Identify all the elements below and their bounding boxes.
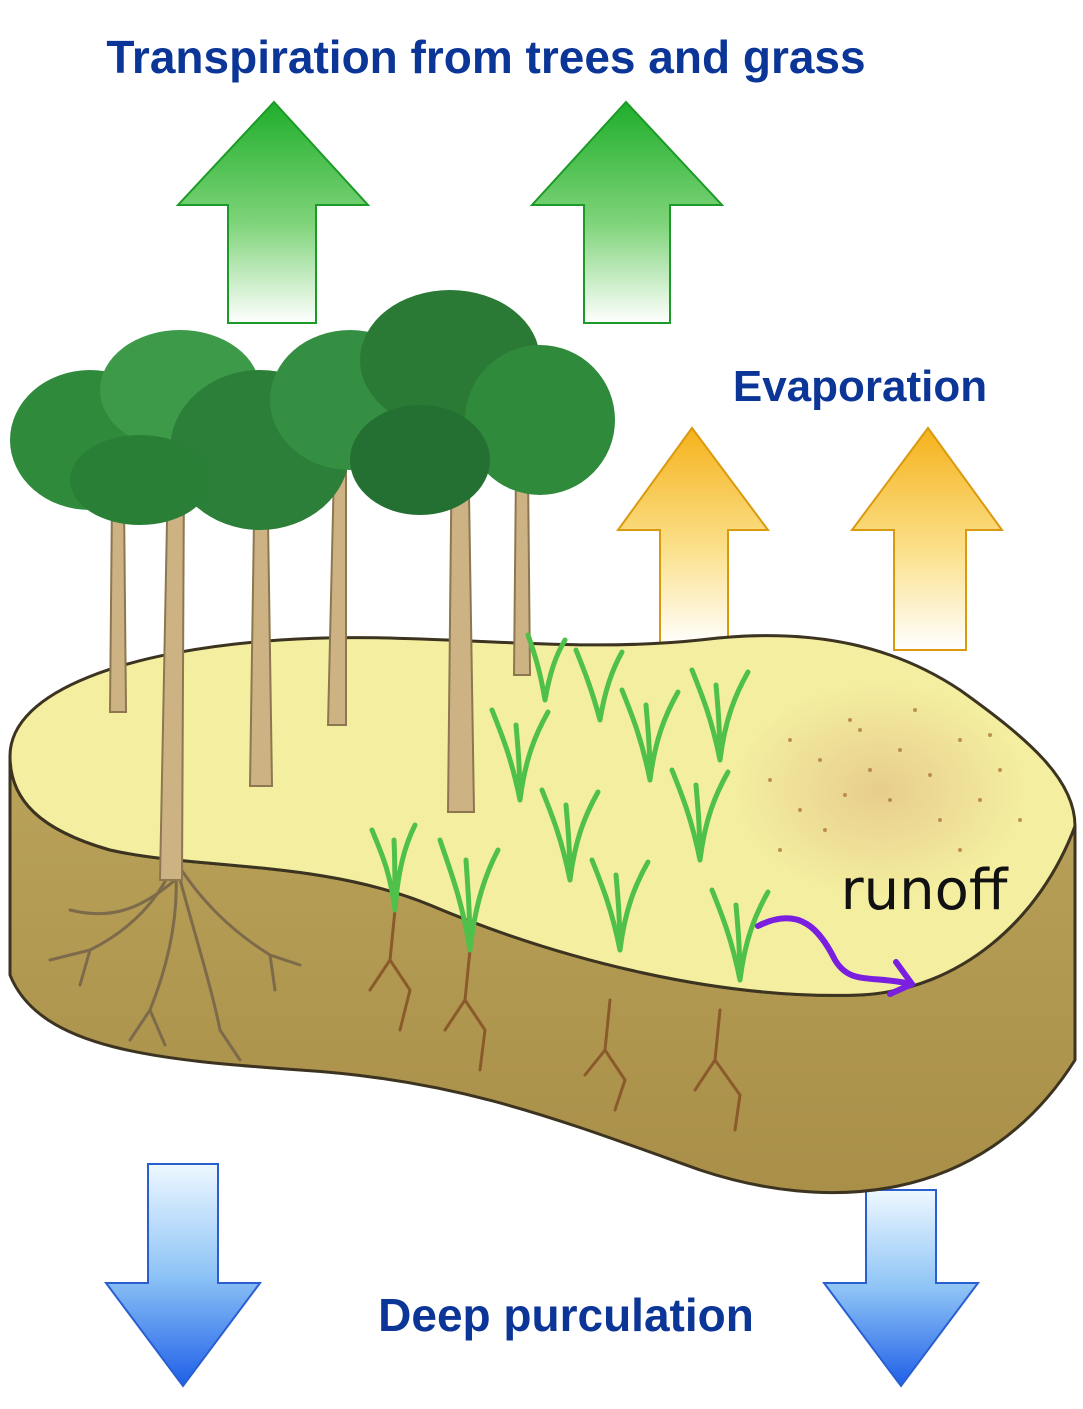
grass-tufts (369, 632, 771, 983)
tree-trunk (512, 469, 532, 676)
percolation-arrow-left (104, 1163, 262, 1388)
grass-icon (669, 767, 731, 863)
curved-arrow-icon (755, 915, 915, 987)
tree-trunk (248, 519, 274, 787)
tree-trunk (158, 469, 186, 881)
grass-icon (689, 667, 751, 763)
evaporation-label: Evaporation (733, 362, 987, 411)
transpiration-arrow-left (175, 100, 371, 324)
grass-icon (619, 687, 681, 783)
tree-canopy-icon (350, 405, 490, 515)
sand-patch (730, 680, 1030, 900)
tree-trunks (108, 429, 532, 881)
evaporation-arrow-left (616, 426, 770, 647)
grass-icon (369, 822, 418, 913)
runoff-arrow (755, 915, 915, 997)
grass-icon (539, 787, 601, 883)
deep-percolation-label: Deep purculation (378, 1289, 754, 1341)
transpiration-label: Transpiration from trees and grass (106, 31, 865, 83)
grass-roots (368, 908, 742, 1132)
transpiration-arrow-right (529, 100, 725, 324)
grass-icon (709, 887, 771, 983)
grass-icon (573, 647, 625, 723)
grass-icon (589, 857, 651, 953)
sand-speckles (768, 708, 1022, 852)
tree-canopies (10, 290, 615, 530)
grass-icon (437, 837, 501, 953)
evaporation-arrow-right (850, 426, 1004, 651)
tree-canopy-icon (465, 345, 615, 495)
grass-icon (489, 707, 551, 803)
tree-trunk (326, 469, 347, 726)
percolation-arrow-right (822, 1189, 980, 1388)
runoff-label: runoff (841, 858, 1009, 923)
tree-trunk (108, 499, 128, 713)
grass-icon (525, 632, 568, 703)
tree-canopy-icon (70, 435, 210, 525)
